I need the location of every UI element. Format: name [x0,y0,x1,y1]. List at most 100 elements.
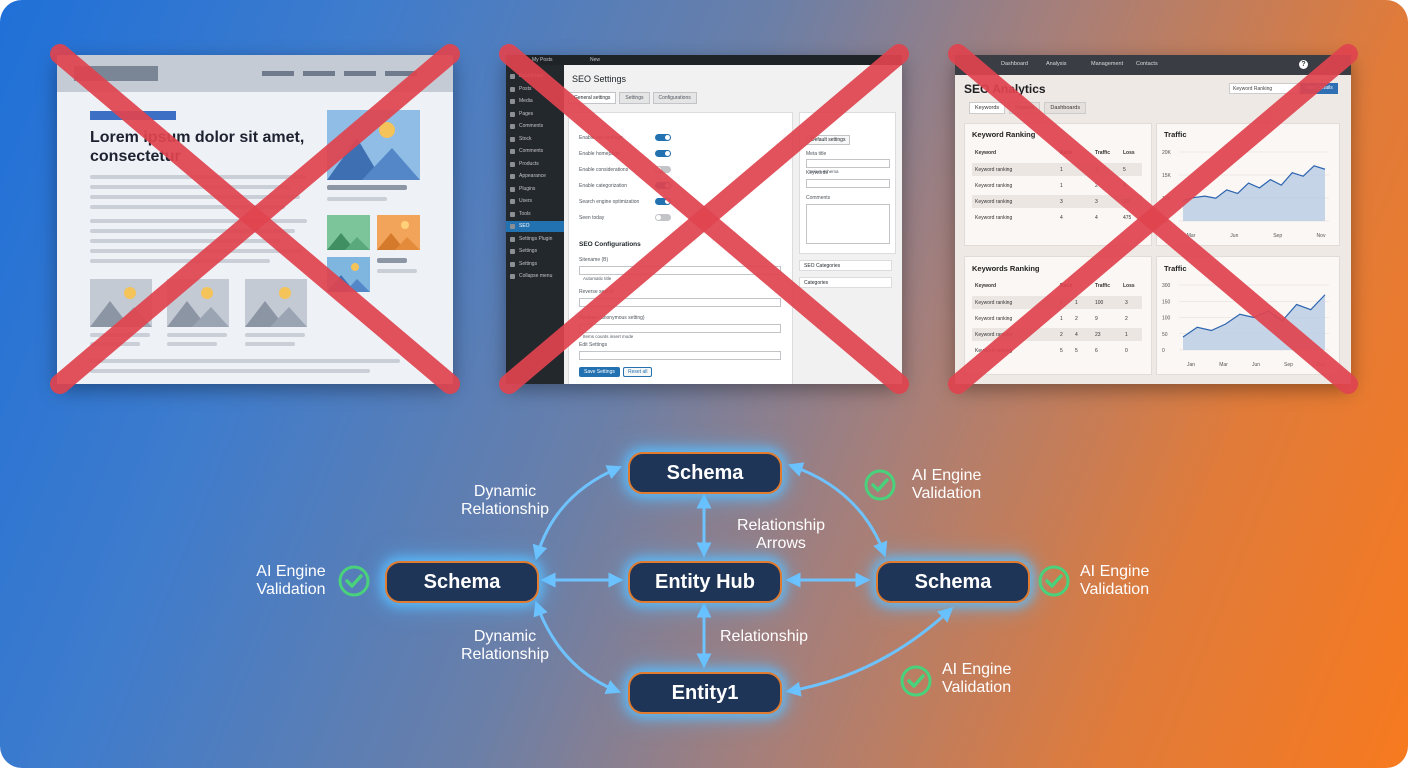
field-label: Reverse search [579,289,615,295]
meta-title-input[interactable]: Select schema [806,159,890,174]
sidebar-item[interactable]: Media [519,98,533,104]
text-line [90,205,285,209]
arrow-top-left [532,465,623,561]
table-header: Loss [1123,283,1135,289]
save-settings-button[interactable]: Save Settings [579,367,620,377]
menu-icon [510,136,515,142]
nav-link[interactable]: Management [1091,61,1124,67]
help-icon[interactable]: ? [1299,60,1308,69]
y-tick-label: 100 [1162,316,1171,322]
sidebar-item[interactable]: SEO [519,223,530,229]
sidebar-item[interactable]: Pages [519,110,534,117]
sidebar-item[interactable]: Tools [519,210,531,217]
card-title: Keyword Ranking [972,130,1036,139]
tab-configurations[interactable]: Configurations [652,92,697,104]
text-line [90,185,290,189]
table-cell: 3 [1060,199,1063,205]
reviews-value: Items counts insert mode [583,334,634,339]
table-header: Keyword [975,150,997,156]
keywords-input[interactable] [806,179,890,188]
menu-icon [510,174,515,179]
sidebar-item[interactable]: Settings [519,260,538,267]
toggle-switch[interactable] [655,134,671,141]
caption-line [167,333,227,337]
sidebar-item[interactable]: Settings Plugin [519,235,553,242]
toggle-switch[interactable] [655,214,671,221]
topbar-site-link[interactable]: My Posts [532,57,553,63]
table-cell: 5 [1123,167,1126,173]
table-cell: Keyword ranking [975,183,1013,189]
series-line [1182,165,1326,201]
gallery-image-icon [245,279,307,327]
seo-categories-section[interactable]: SEO Categories [799,260,892,271]
sidebar-item[interactable]: Users [519,198,533,204]
edit-settings-input[interactable] [579,351,781,360]
table-cell: 1 [1075,300,1078,306]
table-cell: Keyword ranking [975,300,1013,306]
tab-dashboards[interactable]: Dashboards [1044,102,1087,114]
menu-icon [510,149,515,154]
schema-node-right[interactable]: Schema [876,561,1030,603]
sidebar-item[interactable]: Plugins [519,185,536,192]
caption-line [377,258,407,263]
topbar-new-link[interactable]: New [590,57,601,63]
thumbnail-image-icon [377,215,420,250]
reset-button[interactable]: Reset all [623,367,653,377]
sidebar-item[interactable]: Comments [519,123,544,129]
text-line [90,229,295,233]
categories-section[interactable]: Categories [799,277,892,288]
cross-mark-icon [499,44,909,394]
y-tick-label: 300 [1162,283,1171,289]
entity-hub-node[interactable]: Entity Hub [628,561,782,603]
sidebar-item[interactable]: Comments [519,148,544,154]
arrow-left-bottom [533,600,622,695]
menu-icon [510,261,515,267]
schema-node-left[interactable]: Schema [385,561,539,603]
text-line [90,219,307,223]
table-cell: 1 [1060,167,1063,173]
table-cell: 2 [1060,332,1063,338]
menu-icon [510,99,515,104]
toggle-switch[interactable] [655,150,671,157]
table-cell: 3 [1125,300,1128,306]
nav-link[interactable]: Contacts [1136,61,1158,67]
sitename-value: Automatic title [583,276,612,281]
tab-keywords[interactable]: Keywords [969,102,1006,114]
sidebar-item[interactable]: Collapse menu [519,273,553,279]
menu-icon [510,211,515,217]
headline-line: consectetur [90,148,181,165]
sitename-input[interactable]: Automatic title [579,266,781,281]
reverse-search-select[interactable] [579,298,781,307]
schema-node-top[interactable]: Schema [628,452,782,494]
keywords-label: Keywords [806,170,828,176]
table-header: Keyword [975,283,997,289]
table-cell: 2 [1075,316,1078,322]
nav-link[interactable]: Analysis [1046,61,1067,67]
tab-settings[interactable]: Settings [619,92,650,104]
arrow-group [532,462,954,697]
comments-textarea[interactable] [806,204,890,244]
toggle-label: Enable considerations [579,167,629,173]
field-label: Reviews (anonymous setting) [579,315,645,321]
ai-validation-label: AI Engine Validation [256,563,326,598]
caption-line [245,333,305,337]
nav-item [344,71,376,76]
toggle-switch[interactable] [655,198,671,205]
caption-line [167,342,217,346]
menu-icon [510,224,515,229]
field-label: Edit Settings [579,342,608,348]
table-header: Traffic [1095,283,1111,289]
nav-link[interactable]: Dashboard [1001,61,1028,67]
menu-icon [510,74,515,79]
table-cell: 1 [1125,332,1128,338]
sidebar-item[interactable]: Posts [519,85,532,92]
sidebar-item[interactable]: Stock [519,135,532,142]
sidebar-item[interactable]: Settings [519,248,538,254]
sidebar-item[interactable]: Products [519,160,539,167]
entity1-node[interactable]: Entity1 [628,672,782,714]
table-cell: 4 [1075,332,1078,338]
sidebar-item[interactable]: Appearance [519,173,546,179]
relationship-label: Relationship [720,628,809,645]
table-cell: 5 [1060,348,1063,354]
